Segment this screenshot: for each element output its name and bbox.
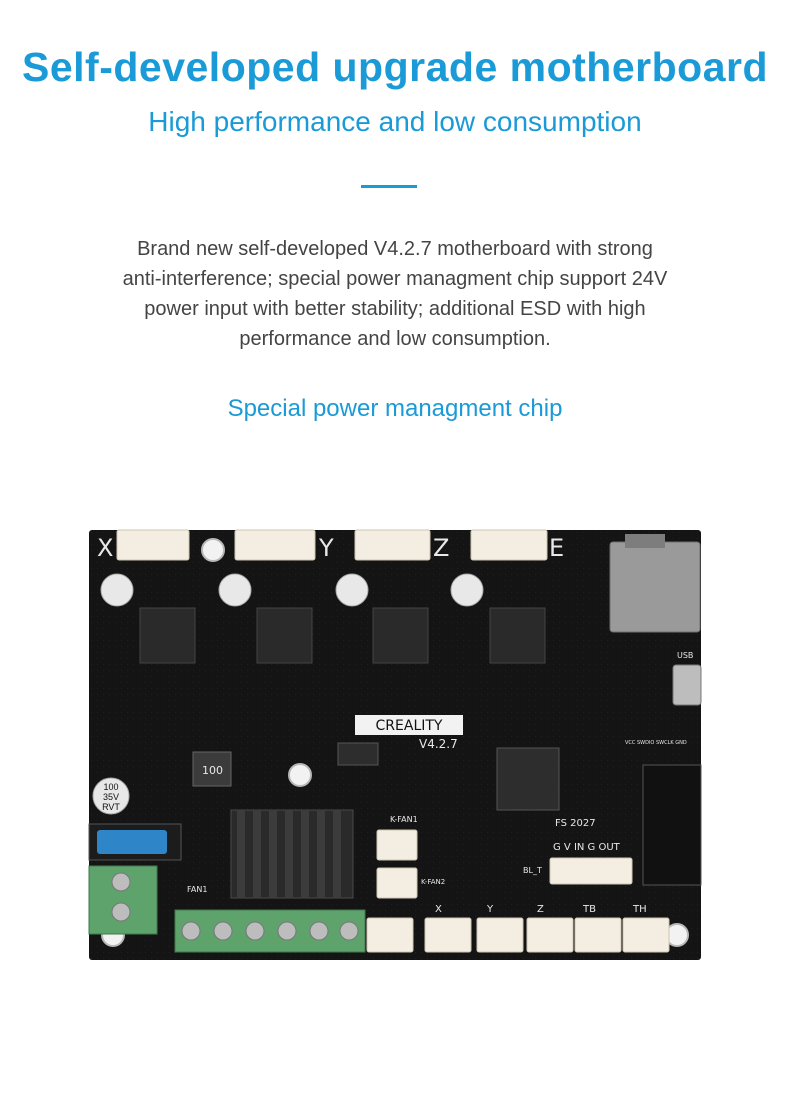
capacitor (335, 573, 369, 607)
sd-card-latch (625, 534, 665, 548)
k-fan2-label: K-FAN2 (421, 878, 445, 886)
description-text: Brand new self-developed V4.2.7 motherbo… (60, 234, 730, 354)
mounting-hole (288, 763, 312, 787)
capacitor-main (92, 777, 130, 815)
motherboard-illustration: X Y Z E USB (88, 529, 702, 960)
description-line: anti-interference; special power managme… (122, 268, 668, 290)
motor-connector-z (354, 529, 431, 561)
connector-label-z: Z (537, 904, 544, 915)
inductor (192, 751, 232, 787)
connector-label-y: Y (486, 904, 494, 915)
port-row-label: G V IN G OUT (553, 842, 621, 853)
section-heading: Special power managment chip (227, 395, 563, 422)
mounting-hole (201, 538, 225, 562)
bottom-connector-x (424, 917, 472, 953)
description-line: power input with better stability; addit… (144, 298, 646, 320)
bottom-connector-tb (574, 917, 622, 953)
axis-label-e: E (549, 534, 564, 562)
power-management-chip (337, 742, 379, 766)
description-line: performance and low consumption. (239, 328, 551, 350)
title-divider (361, 185, 417, 188)
capacitor (218, 573, 252, 607)
motor-connector-y (234, 529, 316, 561)
page-title: Self-developed upgrade motherboard (22, 44, 768, 90)
description-line: Brand new self-developed V4.2.7 motherbo… (137, 238, 653, 260)
motherboard-image: X Y Z E USB (85, 520, 705, 960)
page-subtitle: High performance and low consumption (148, 106, 642, 137)
bl-t-label: BL_T (523, 866, 542, 875)
connector-label-tb: TB (582, 904, 596, 915)
motor-connector-e (470, 529, 548, 561)
fs-label: FS 2027 (555, 818, 596, 829)
inductor-label: 100 (202, 764, 223, 777)
pin-header-box (642, 764, 702, 886)
k-fan1-label: K-FAN1 (390, 815, 418, 824)
axis-label-x: X (97, 534, 113, 562)
axis-label-z: Z (433, 534, 449, 562)
motor-connector-x (116, 529, 190, 561)
bottom-connector-j1 (366, 917, 414, 953)
capacitor-label: RVT (102, 802, 120, 812)
driver-heatsinks (139, 607, 546, 664)
pin-header-label: VCC SWDIO SWCLK GND (625, 740, 687, 746)
bottom-connector-z (526, 917, 574, 953)
usb-port (672, 664, 702, 706)
capacitor-label: 35V (103, 792, 119, 802)
bl-touch-connector (549, 857, 633, 885)
usb-label: USB (677, 651, 693, 660)
heatsink (372, 607, 429, 664)
top-connectors (116, 529, 548, 561)
sd-card-slot (609, 541, 701, 633)
fuse (97, 830, 167, 854)
top-capacitors (100, 573, 484, 607)
capacitor-label: 100 (103, 782, 118, 792)
fan1-label: FAN1 (187, 885, 207, 894)
capacitor (100, 573, 134, 607)
connector-label-th: TH (632, 904, 647, 915)
brand-logo-box (355, 715, 463, 735)
brand-logo: CREALITY (376, 718, 443, 734)
k-fan2-connector (376, 867, 418, 899)
output-terminal-block (174, 909, 366, 953)
capacitor (450, 573, 484, 607)
board-version: V4.2.7 (419, 737, 458, 751)
bottom-connector-th (622, 917, 670, 953)
bottom-connector-y (476, 917, 524, 953)
k-fan1-connector (376, 829, 418, 861)
heatsink (256, 607, 313, 664)
heatsink (139, 607, 196, 664)
heatsink (489, 607, 546, 664)
axis-label-y: Y (318, 534, 334, 562)
connector-label-x: X (435, 904, 442, 915)
mcu-chip (496, 747, 560, 811)
